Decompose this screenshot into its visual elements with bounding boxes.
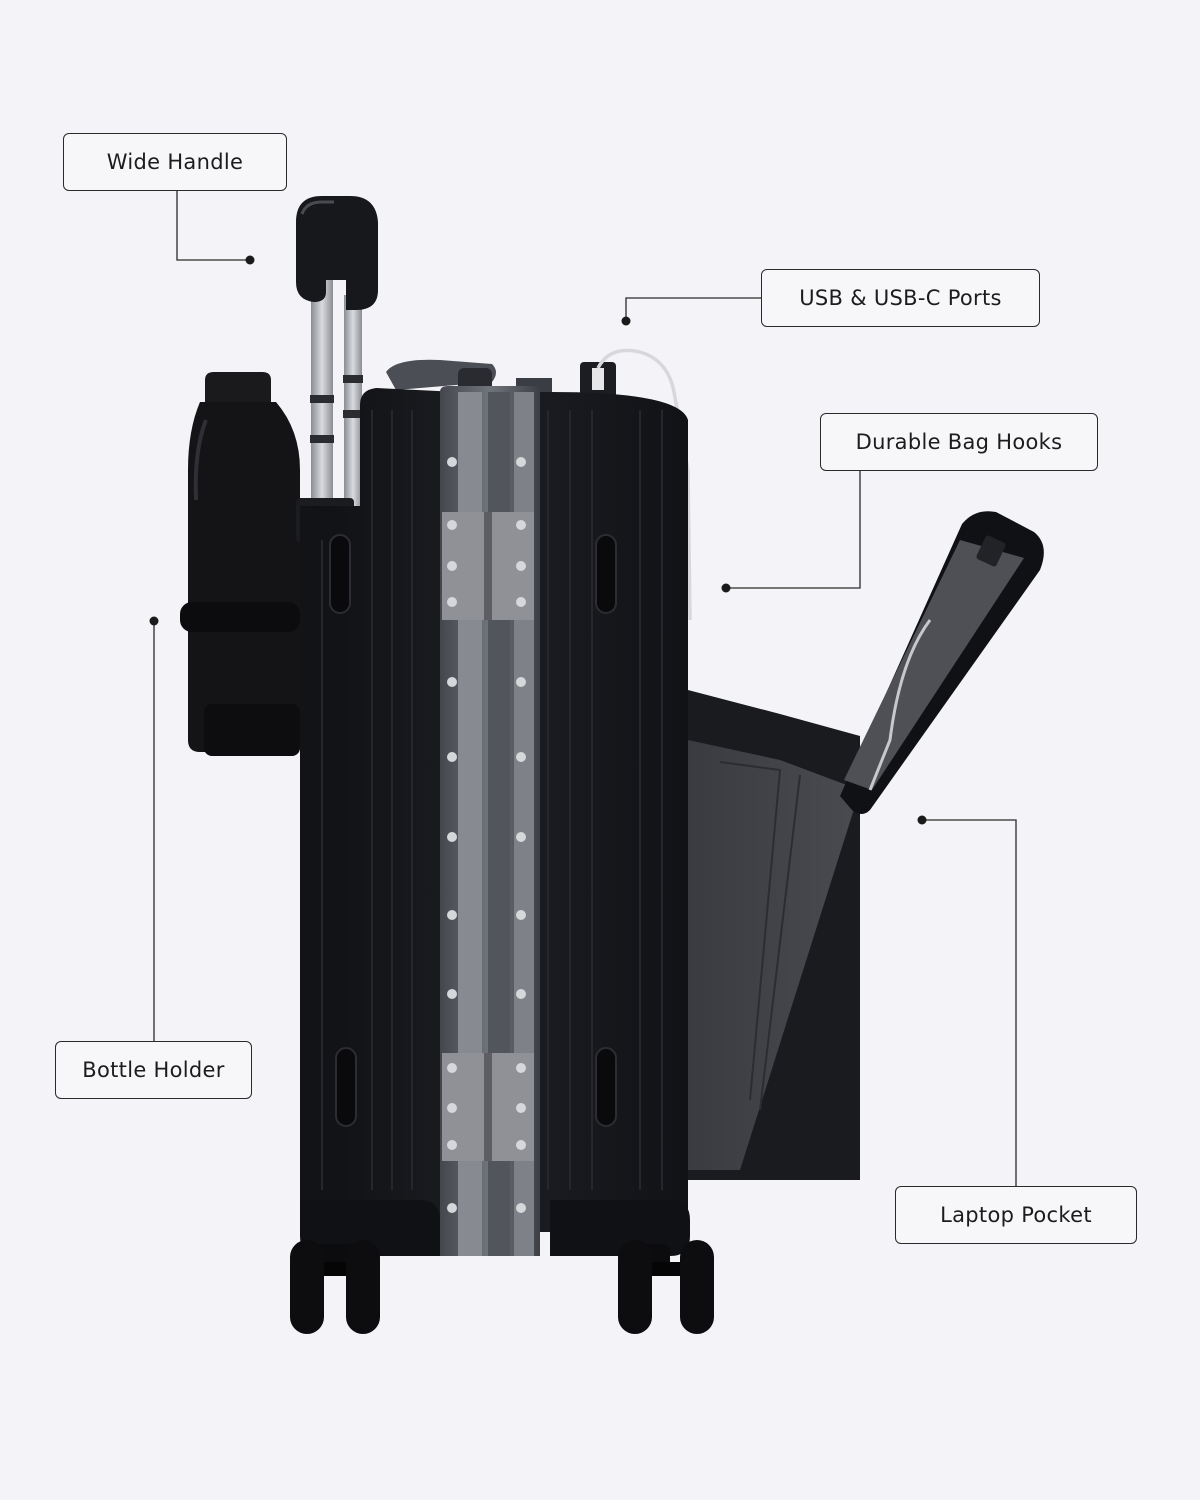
dot-usb-ports <box>621 316 631 326</box>
callout-laptop-pocket: Laptop Pocket <box>895 1186 1137 1244</box>
callout-wide-handle: Wide Handle <box>63 133 287 191</box>
leader-usb-ports <box>625 297 761 321</box>
trolley-handle <box>296 196 378 510</box>
dot-wide-handle <box>245 255 255 265</box>
callout-bottle-holder: Bottle Holder <box>55 1041 252 1099</box>
laptop-pocket <box>688 511 1044 1180</box>
callout-usb-ports: USB & USB-C Ports <box>761 269 1040 327</box>
callout-bag-hooks: Durable Bag Hooks <box>820 413 1098 471</box>
dot-bag-hooks <box>721 583 731 593</box>
aluminium-frame <box>440 386 540 1256</box>
leader-lines <box>153 191 1017 1186</box>
leader-bag-hooks <box>726 471 861 589</box>
leader-dots <box>149 255 927 825</box>
wheels <box>290 1240 714 1334</box>
leader-laptop-pocket <box>922 819 1017 1186</box>
leader-wide-handle <box>176 191 250 261</box>
bottle-holder <box>180 372 354 756</box>
dot-bottle-holder <box>149 616 159 626</box>
dot-laptop-pocket <box>917 815 927 825</box>
